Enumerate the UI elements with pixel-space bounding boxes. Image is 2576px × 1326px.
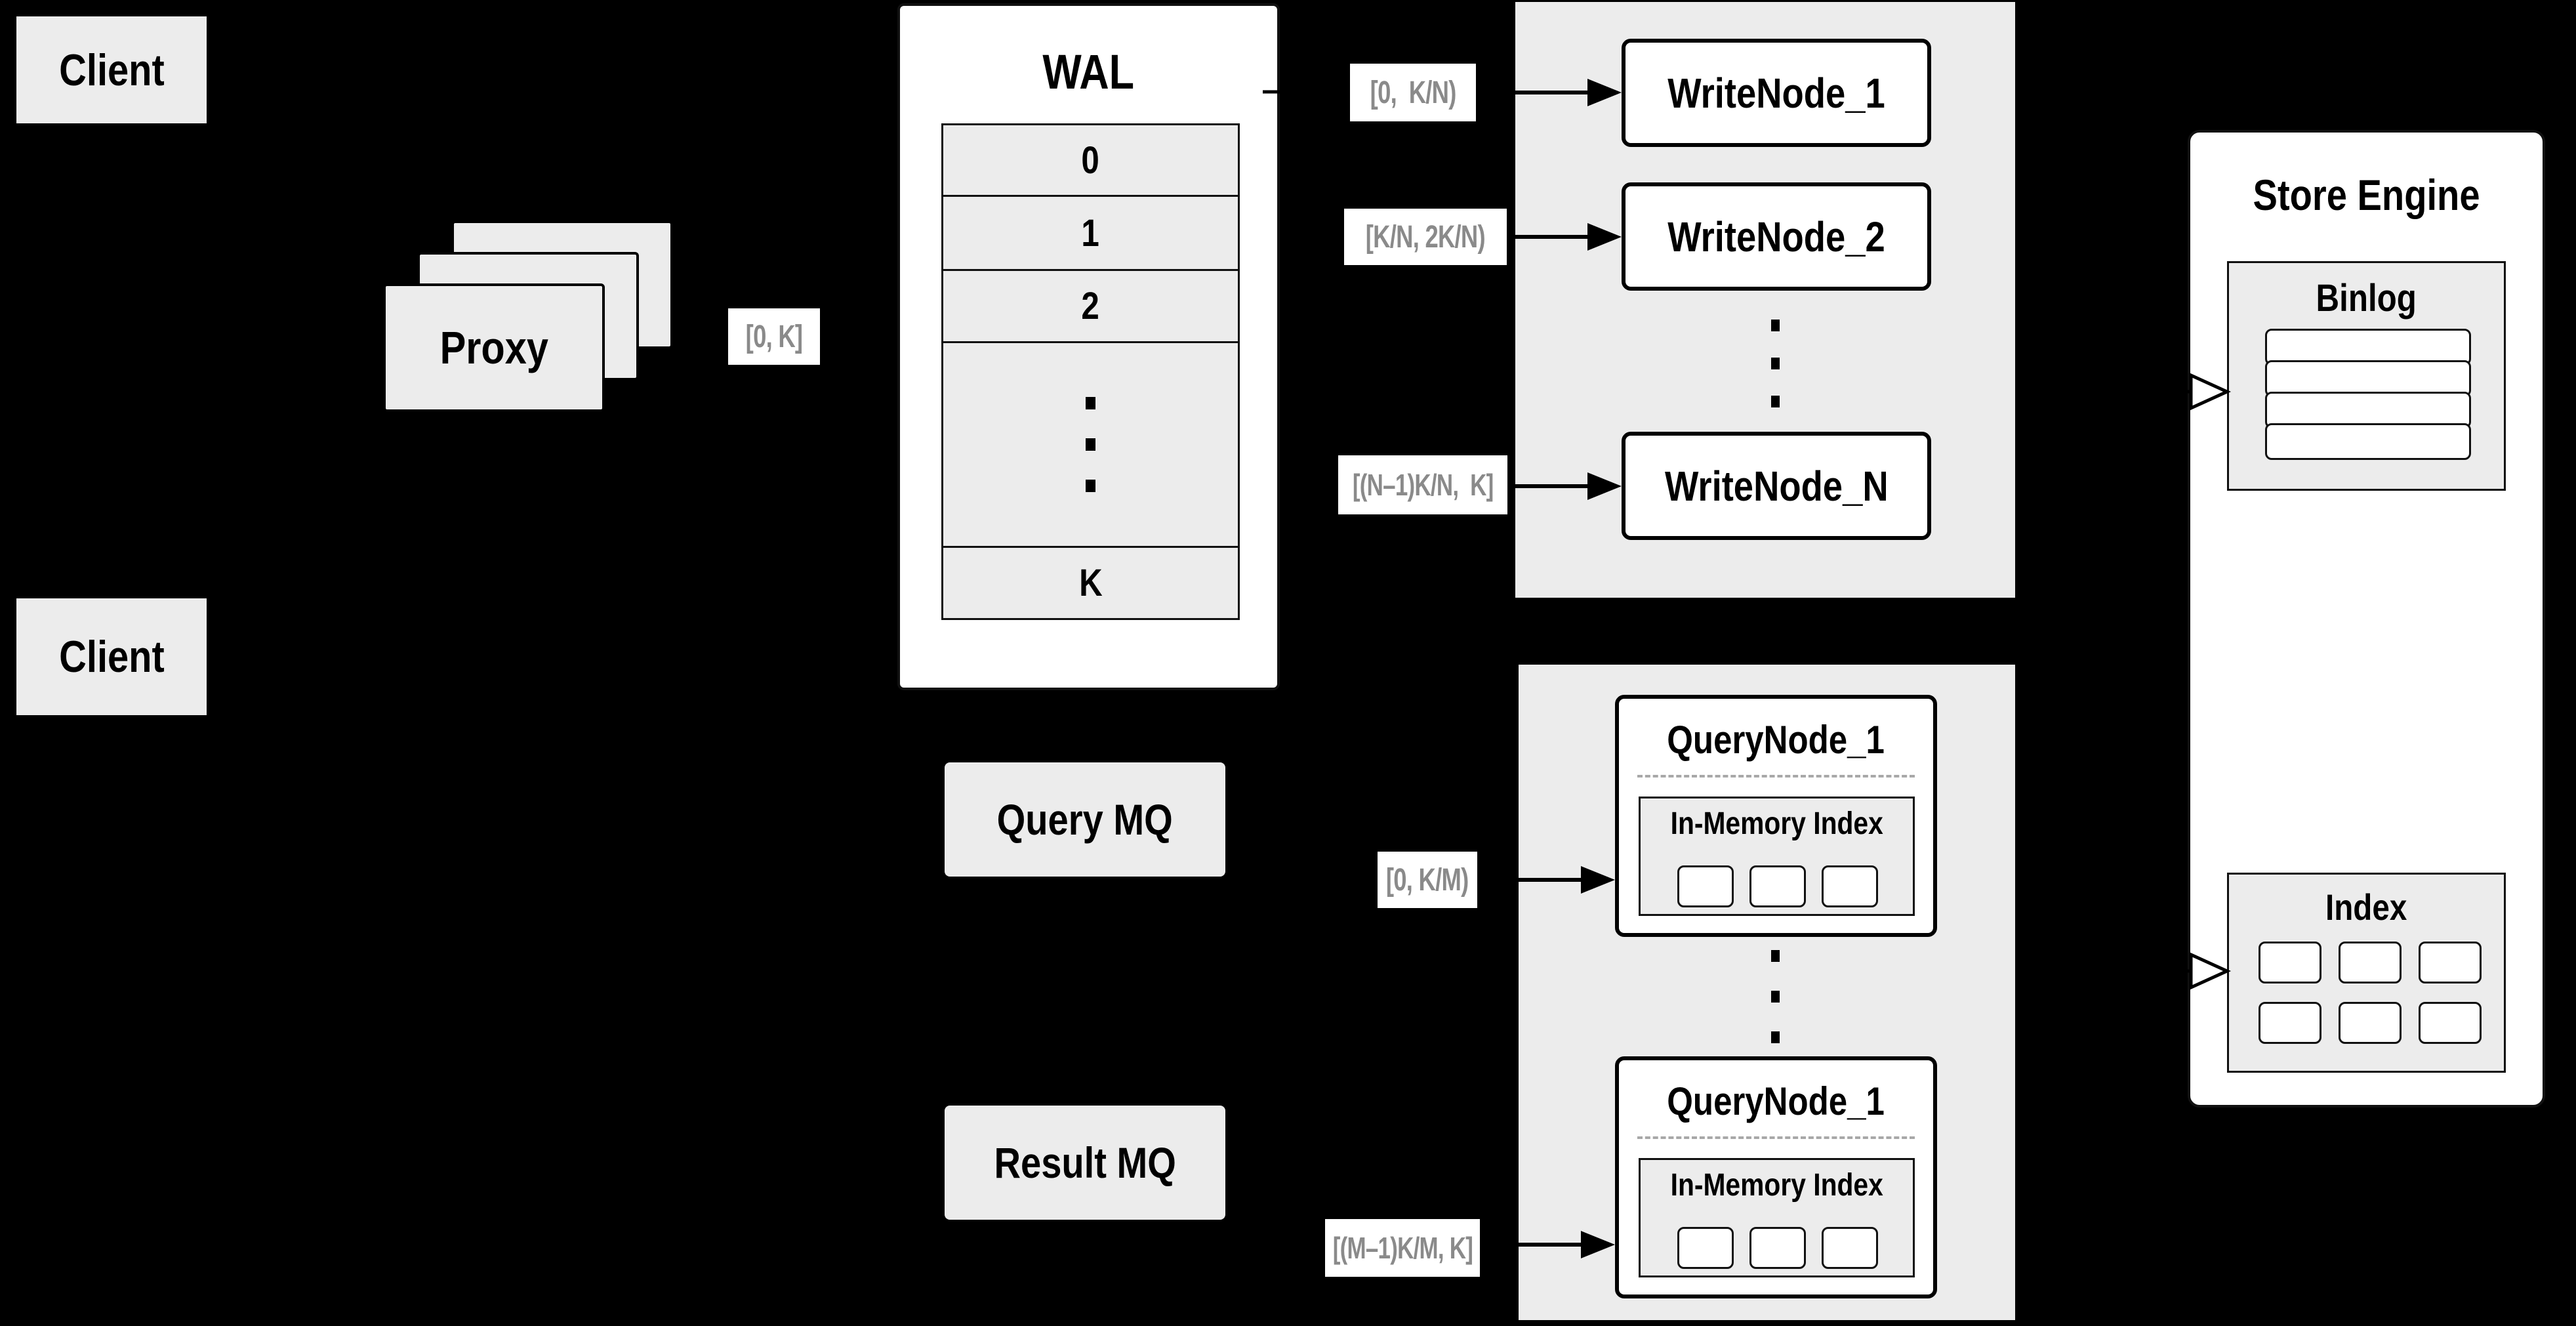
write-node-n: WriteNode_N [1622,432,1931,540]
dot-icon [1771,1031,1780,1043]
query-node-1-inmemory-title: In-Memory Index [1670,806,1883,841]
index-cell [2339,1002,2402,1044]
query-mq-box: Query MQ [945,762,1225,877]
query-node-1-divider [1637,775,1915,777]
arrow-to-query-node-1 [1479,866,1615,894]
wal-segment-0: 0 [941,123,1240,197]
dot-icon [1771,320,1780,331]
write-node-2-label: WriteNode_2 [1667,213,1885,260]
query-range-1: [0, K/M) [1386,862,1469,898]
inmemory-segment [1749,1227,1806,1269]
wal-title: WAL [1042,44,1135,99]
store-engine-title: Store Engine [2253,171,2480,219]
inmemory-title-wrap: In-Memory Index [1641,1165,1913,1205]
index-title: Index [2325,886,2407,928]
arrow-to-write-node-n [1509,472,1622,500]
proxy-range-label: [0, K] [745,319,803,354]
arrow-to-binlog [2158,373,2232,411]
write-node-n-label: WriteNode_N [1664,462,1889,510]
inmemory-segment [1822,865,1878,907]
index-box: Index [2227,873,2506,1073]
wal-segment-k: K [941,546,1240,620]
arrow-to-query-node-2 [1481,1231,1615,1258]
arrow-to-write-node-2 [1509,223,1622,251]
result-mq-box: Result MQ [945,1106,1225,1220]
query-node-1: QueryNode_1 In-Memory Index [1615,695,1937,937]
index-cell [2419,1002,2482,1044]
query-node-2-divider [1637,1136,1915,1139]
client-top-box: Client [16,16,207,123]
inmemory-segment [1677,865,1734,907]
proxy-range-chip: [0, K] [728,308,820,365]
client-bottom-label: Client [58,632,165,682]
query-node-2-inmemory-box: In-Memory Index [1639,1158,1915,1277]
wal-title-wrap: WAL [900,42,1277,101]
index-title-wrap: Index [2229,884,2504,930]
index-cell [2339,942,2402,984]
store-engine-title-wrap: Store Engine [2190,165,2543,224]
binlog-title-wrap: Binlog [2229,275,2504,321]
inmemory-segment [1677,1227,1734,1269]
wal-segment-1-label: 1 [1081,211,1100,255]
index-cell [2259,942,2321,984]
query-node-2-title-wrap: QueryNode_1 [1619,1077,1933,1126]
query-node-ellipsis-dots [1771,950,1780,1043]
result-mq-label: Result MQ [994,1138,1176,1187]
inmemory-title-wrap: In-Memory Index [1641,804,1913,843]
arrow-to-write-node-1 [1476,79,1622,106]
query-node-2-inmemory-title: In-Memory Index [1670,1167,1883,1203]
write-range-chip-2: [K/N, 2K/N) [1344,209,1507,265]
wal-box: WAL 0 1 2 K [897,3,1280,690]
write-node-1: WriteNode_1 [1622,39,1931,147]
write-node-2: WriteNode_2 [1622,182,1931,291]
index-cell [2419,942,2482,984]
query-node-1-inmemory-box: In-Memory Index [1639,797,1915,916]
dot-icon [1086,438,1095,451]
dot-icon [1771,358,1780,369]
binlog-row [2265,423,2471,460]
write-range-3: [(N–1)K/N, K] [1352,468,1494,502]
write-range-1: [0, K/N) [1370,75,1457,110]
dot-icon [1086,480,1095,492]
index-cell [2259,1002,2321,1044]
dot-icon [1086,397,1095,409]
write-node-ellipsis-dots [1771,320,1780,407]
wal-segment-k-label: K [1078,562,1103,604]
query-mq-label: Query MQ [996,795,1174,844]
query-range-chip-2: [(M–1)K/M, K] [1325,1219,1480,1277]
query-node-2-title: QueryNode_1 [1667,1079,1885,1123]
query-range-chip-1: [0, K/M) [1378,852,1477,908]
wal-segment-2: 2 [941,269,1240,343]
dot-icon [1771,991,1780,1003]
client-bottom-box: Client [16,598,207,715]
dot-icon [1771,950,1780,962]
wal-ellipsis-dots [1086,397,1095,492]
wal-segment-0-label: 0 [1081,138,1100,182]
arrow-to-index [2158,952,2232,990]
client-top-label: Client [58,45,165,95]
query-range-2: [(M–1)K/M, K] [1332,1231,1473,1265]
query-node-1-title-wrap: QueryNode_1 [1619,715,1933,764]
binlog-title: Binlog [2316,276,2417,320]
proxy-label: Proxy [440,322,548,373]
binlog-box: Binlog [2227,261,2506,491]
write-node-1-label: WriteNode_1 [1667,69,1885,117]
write-range-chip-3: [(N–1)K/N, K] [1338,455,1507,514]
query-node-1-title: QueryNode_1 [1667,718,1885,762]
write-range-chip-1: [0, K/N) [1350,64,1476,121]
write-range-2: [K/N, 2K/N) [1365,219,1486,255]
wal-segment-2-label: 2 [1081,285,1100,327]
dot-icon [1771,396,1780,407]
inmemory-segment [1822,1227,1878,1269]
query-node-2: QueryNode_1 In-Memory Index [1615,1056,1937,1298]
proxy-box: Proxy [383,283,605,412]
inmemory-segment [1749,865,1806,907]
